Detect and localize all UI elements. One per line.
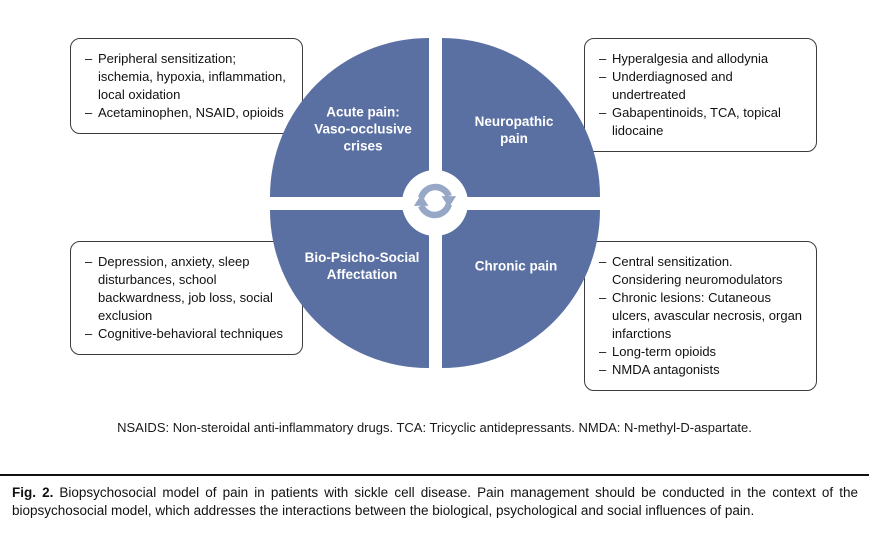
pain-types-circle-diagram: Acute pain: Vaso-occlusive crises Neurop… (270, 38, 600, 368)
bullet-dash: – (85, 51, 93, 66)
list-item-text: Gabapentinoids, TCA, topical lidocaine (612, 105, 781, 138)
list-item: – Long-term opioids (599, 343, 804, 361)
list-item: – Gabapentinoids, TCA, topical lidocaine (599, 104, 804, 140)
list-item: – Central sensitization. Considering neu… (599, 253, 804, 289)
list-item-text: Central sensitization. Considering neuro… (612, 254, 783, 287)
list-item-text: Long-term opioids (612, 344, 717, 359)
list-item-text: Chronic lesions: Cutaneous ulcers, avasc… (612, 290, 803, 341)
list-item: – Depression, anxiety, sleep disturbance… (85, 253, 290, 325)
list-item: – Peripheral sensitization; ischemia, hy… (85, 50, 290, 104)
quadrant-neuropathic-pain (441, 38, 600, 197)
bullet-dash: – (85, 254, 93, 269)
center-disc (402, 170, 468, 236)
caption-divider-rule (0, 474, 869, 476)
figure-caption: Fig. 2.Biopsychosocial model of pain in … (12, 484, 858, 520)
bullet-dash: – (599, 51, 607, 66)
list-item-text: NMDA antagonists (612, 362, 720, 377)
list-item: – Chronic lesions: Cutaneous ulcers, ava… (599, 289, 804, 343)
bullet-dash: – (599, 254, 607, 269)
chronic-pain-callout-box: – Central sensitization. Considering neu… (584, 241, 817, 391)
bullet-dash: – (599, 290, 607, 305)
list-item: – Hyperalgesia and allodynia (599, 50, 804, 68)
bullet-dash: – (599, 105, 607, 120)
cycle-arrows-icon (409, 175, 461, 232)
bullet-dash: – (599, 69, 607, 84)
bullet-dash: – (85, 105, 93, 120)
quadrant-chronic-pain (441, 209, 600, 368)
quadrant-biopsychosocial (270, 209, 429, 368)
figure-caption-text: Biopsychosocial model of pain in patient… (12, 485, 858, 518)
list-item: – Cognitive-behavioral techniques (85, 325, 290, 343)
list-item: – Underdiagnosed and undertreated (599, 68, 804, 104)
figure-number-label: Fig. 2. (12, 485, 54, 500)
abbreviations-note: NSAIDS: Non-steroidal anti-inflammatory … (117, 420, 752, 435)
bullet-dash: – (599, 362, 607, 377)
bullet-dash: – (599, 344, 607, 359)
list-item: – NMDA antagonists (599, 361, 804, 379)
list-item-text: Acetaminophen, NSAID, opioids (98, 105, 284, 120)
bullet-dash: – (85, 326, 93, 341)
list-item-text: Hyperalgesia and allodynia (612, 51, 769, 66)
list-item-text: Depression, anxiety, sleep disturbances,… (98, 254, 273, 323)
quadrant-acute-pain (270, 38, 429, 197)
biopsychosocial-callout-box: – Depression, anxiety, sleep disturbance… (70, 241, 303, 355)
list-item: – Acetaminophen, NSAID, opioids (85, 104, 290, 122)
neuropathic-pain-callout-box: – Hyperalgesia and allodynia – Underdiag… (584, 38, 817, 152)
list-item-text: Cognitive-behavioral techniques (98, 326, 284, 341)
list-item-text: Underdiagnosed and undertreated (612, 69, 733, 102)
acute-pain-callout-box: – Peripheral sensitization; ischemia, hy… (70, 38, 303, 134)
list-item-text: Peripheral sensitization; ischemia, hypo… (98, 51, 286, 102)
